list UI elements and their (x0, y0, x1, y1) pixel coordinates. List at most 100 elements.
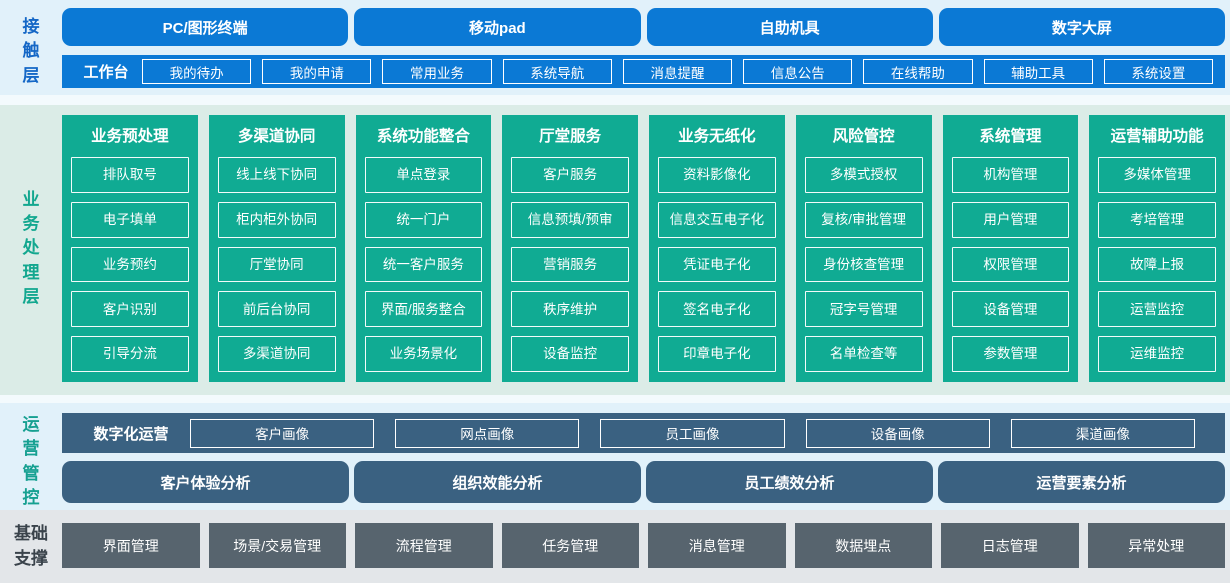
business-column-title: 运营辅助功能 (1110, 128, 1204, 145)
analysis-box[interactable]: 员工绩效分析 (646, 461, 933, 503)
business-item[interactable]: 多模式授权 (804, 157, 923, 193)
contact-layer-rail: 接触层 (0, 8, 62, 95)
business-item[interactable]: 前后台协同 (217, 291, 336, 328)
terminal-button[interactable]: 移动pad (354, 8, 641, 46)
business-column-title: 业务无纸化 (678, 128, 756, 145)
workbench-button[interactable]: 系统设置 (1103, 59, 1213, 84)
terminal-button[interactable]: 数字大屏 (938, 8, 1225, 46)
workbench-button[interactable]: 信息公告 (743, 59, 853, 84)
business-item[interactable]: 运营监控 (1098, 291, 1216, 328)
business-processing-layer: 业务处理层 业务预处理排队取号电子填单业务预约客户识别引导分流多渠道协同线上线下… (0, 105, 1230, 395)
business-item[interactable]: 业务场景化 (364, 336, 483, 372)
business-column-title: 系统管理 (979, 128, 1042, 145)
workbench-label: 工作台 (83, 64, 129, 81)
business-column: 业务无纸化资料影像化信息交互电子化凭证电子化签名电子化印章电子化 (649, 115, 785, 382)
business-item[interactable]: 考培管理 (1098, 201, 1216, 238)
business-item[interactable]: 电子填单 (71, 201, 189, 238)
analysis-row: 客户体验分析组织效能分析员工绩效分析运营要素分析 (62, 461, 1225, 503)
business-item[interactable]: 运维监控 (1098, 336, 1216, 372)
business-item[interactable]: 冠字号管理 (804, 291, 923, 328)
business-item[interactable]: 资料影像化 (658, 157, 776, 193)
business-item[interactable]: 单点登录 (364, 157, 483, 193)
business-item[interactable]: 线上线下协同 (217, 157, 336, 193)
business-item[interactable]: 用户管理 (951, 201, 1070, 238)
business-column-title: 风险管控 (832, 128, 895, 145)
business-item[interactable]: 柜内柜外协同 (217, 201, 336, 238)
business-column: 风险管控多模式授权复核/审批管理身份核查管理冠字号管理名单检查等 (795, 115, 932, 382)
business-item[interactable]: 设备监控 (511, 336, 629, 372)
section-divider (0, 95, 1230, 105)
business-item[interactable]: 统一客户服务 (364, 246, 483, 283)
foundation-box[interactable]: 界面管理 (62, 523, 200, 568)
business-item[interactable]: 营销服务 (511, 246, 629, 283)
foundation-box[interactable]: 流程管理 (355, 523, 493, 568)
foundation-row: 界面管理场景/交易管理流程管理任务管理消息管理数据埋点日志管理异常处理 (62, 523, 1225, 568)
business-item[interactable]: 设备管理 (951, 291, 1070, 328)
business-item[interactable]: 排队取号 (71, 157, 189, 193)
business-column: 运营辅助功能多媒体管理考培管理故障上报运营监控运维监控 (1089, 115, 1225, 382)
workbench-bar: 工作台 我的待办我的申请常用业务系统导航消息提醒信息公告在线帮助辅助工具系统设置 (62, 55, 1225, 88)
operations-layer-content: 数字化运营 客户画像网点画像员工画像设备画像渠道画像 客户体验分析组织效能分析员… (62, 413, 1225, 510)
business-item[interactable]: 参数管理 (951, 336, 1070, 372)
analysis-box[interactable]: 客户体验分析 (62, 461, 349, 503)
business-item[interactable]: 多渠道协同 (217, 336, 336, 372)
workbench-button[interactable]: 我的申请 (262, 59, 372, 84)
foundation-support-layer: 基础支撑 界面管理场景/交易管理流程管理任务管理消息管理数据埋点日志管理异常处理 (0, 510, 1230, 583)
analysis-box[interactable]: 运营要素分析 (938, 461, 1225, 503)
foundation-layer-content: 界面管理场景/交易管理流程管理任务管理消息管理数据埋点日志管理异常处理 (62, 510, 1225, 583)
foundation-box[interactable]: 消息管理 (648, 523, 786, 568)
business-item[interactable]: 客户服务 (511, 157, 629, 193)
workbench-button[interactable]: 消息提醒 (622, 59, 733, 84)
workbench-button[interactable]: 在线帮助 (863, 59, 973, 84)
profile-button[interactable]: 客户画像 (190, 418, 375, 448)
business-column-title: 多渠道协同 (237, 128, 316, 145)
profile-button[interactable]: 设备画像 (805, 418, 990, 448)
business-item[interactable]: 名单检查等 (804, 336, 923, 372)
foundation-box[interactable]: 异常处理 (1087, 523, 1225, 568)
contact-layer-label: 接触层 (22, 17, 40, 85)
analysis-box[interactable]: 组织效能分析 (354, 461, 641, 503)
business-item[interactable]: 多媒体管理 (1098, 157, 1216, 193)
workbench-button[interactable]: 系统导航 (502, 59, 612, 84)
business-item[interactable]: 印章电子化 (658, 336, 776, 372)
workbench-button[interactable]: 辅助工具 (983, 59, 1093, 84)
foundation-box[interactable]: 数据埋点 (794, 523, 932, 568)
business-item[interactable]: 信息预填/预审 (511, 201, 629, 238)
business-item[interactable]: 凭证电子化 (658, 246, 776, 283)
business-item[interactable]: 统一门户 (364, 201, 483, 238)
business-item[interactable]: 权限管理 (951, 246, 1070, 283)
business-item[interactable]: 厅堂协同 (217, 246, 336, 283)
business-item[interactable]: 信息交互电子化 (658, 201, 776, 238)
terminal-button[interactable]: 自助机具 (646, 8, 933, 46)
business-item[interactable]: 复核/审批管理 (804, 201, 923, 238)
workbench-button[interactable]: 我的待办 (142, 59, 252, 84)
workbench-items: 我的待办我的申请常用业务系统导航消息提醒信息公告在线帮助辅助工具系统设置 (142, 59, 1213, 84)
business-item[interactable]: 界面/服务整合 (364, 291, 483, 328)
business-item[interactable]: 引导分流 (71, 336, 189, 372)
business-layer-label: 业务处理层 (22, 190, 40, 306)
foundation-box[interactable]: 日志管理 (941, 523, 1079, 568)
business-column: 多渠道协同线上线下协同柜内柜外协同厅堂协同前后台协同多渠道协同 (208, 115, 345, 382)
terminal-button[interactable]: PC/图形终端 (62, 8, 349, 46)
business-item[interactable]: 秩序维护 (511, 291, 629, 328)
business-column: 系统功能整合单点登录统一门户统一客户服务界面/服务整合业务场景化 (355, 115, 492, 382)
workbench-button[interactable]: 常用业务 (382, 59, 492, 84)
profile-button[interactable]: 网点画像 (395, 418, 580, 448)
profile-button[interactable]: 员工画像 (600, 418, 785, 448)
profile-button[interactable]: 渠道画像 (1010, 418, 1196, 448)
business-item[interactable]: 身份核查管理 (804, 246, 923, 283)
business-column: 厅堂服务客户服务信息预填/预审营销服务秩序维护设备监控 (502, 115, 638, 382)
business-item[interactable]: 故障上报 (1098, 246, 1216, 283)
business-column-title: 厅堂服务 (539, 128, 602, 145)
business-item[interactable]: 业务预约 (71, 246, 189, 283)
digital-operations-items: 客户画像网点画像员工画像设备画像渠道画像 (190, 418, 1196, 448)
business-item[interactable]: 机构管理 (951, 157, 1070, 193)
section-divider (0, 395, 1230, 403)
business-item[interactable]: 客户识别 (71, 291, 189, 328)
foundation-box[interactable]: 场景/交易管理 (208, 523, 346, 568)
business-item[interactable]: 签名电子化 (658, 291, 776, 328)
foundation-box[interactable]: 任务管理 (501, 523, 639, 568)
